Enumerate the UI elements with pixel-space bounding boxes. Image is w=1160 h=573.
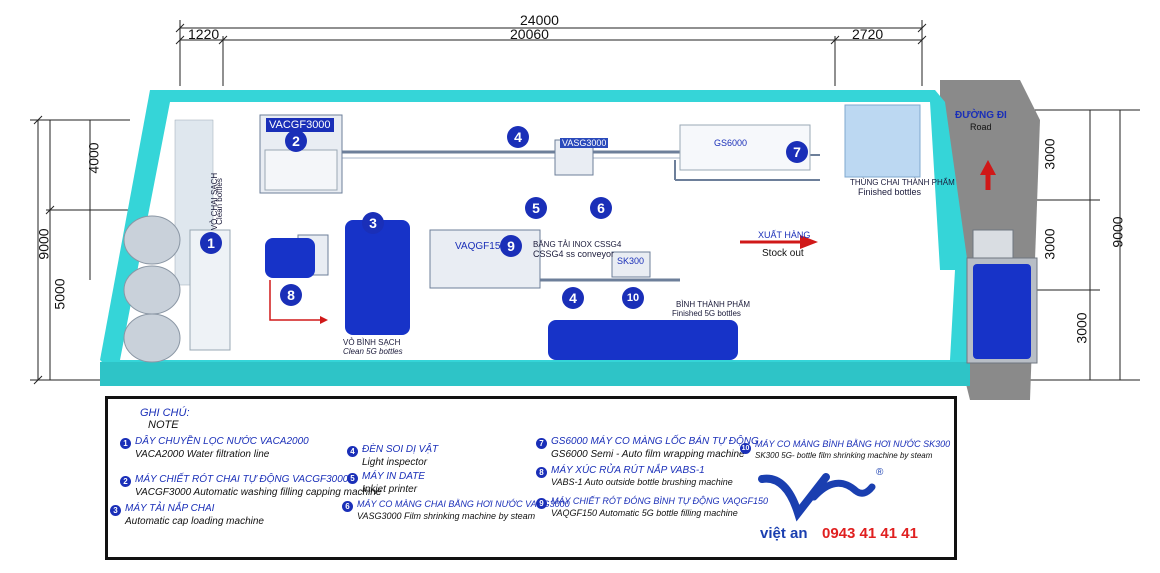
- finished-5g-label-en: Finished 5G bottles: [672, 309, 741, 318]
- legend-item-5-vn: MÁY IN DATE: [362, 471, 425, 482]
- legend-num-10: 10: [740, 443, 751, 454]
- dim-right-top: 3000: [1041, 138, 1058, 170]
- legend-item-10-en: SK300 5G- bottle film shrinking machine …: [755, 451, 933, 460]
- dim-right-total: 9000: [1109, 216, 1126, 248]
- dim-left-total: 9000: [35, 228, 52, 260]
- legend-num-4: 4: [347, 446, 358, 457]
- legend-item-1-en: VACA2000 Water filtration line: [135, 449, 270, 460]
- road-label-vn: ĐƯỜNG ĐI: [955, 110, 1007, 121]
- top-dimension-lines: [175, 20, 927, 86]
- legend-num-2: 2: [120, 476, 131, 487]
- machine-sk300-label: SK300: [617, 256, 645, 266]
- dim-left-width: 1220: [188, 26, 220, 42]
- badge-9: 9: [500, 235, 522, 257]
- road-label-en: Road: [970, 122, 992, 132]
- clean-5g-label-en: Clean 5G bottles: [343, 347, 403, 356]
- road-arrow-icon: [980, 160, 996, 175]
- dim-right-width: 2720: [852, 26, 884, 42]
- badge-3: 3: [362, 212, 384, 234]
- truck: [966, 229, 1038, 364]
- legend-item-2-vn: MÁY CHIẾT RÓT CHAI TỰ ĐỘNG VACGF3000: [135, 474, 349, 485]
- badge-7: 7: [786, 141, 808, 163]
- legend-num-9: 9: [536, 498, 547, 509]
- badge-8: 8: [280, 284, 302, 306]
- conveyor-label-vn: BĂNG TẢI INOX CSSG4: [533, 240, 622, 249]
- legend-title-en: NOTE: [148, 419, 179, 431]
- brand-name: việt an: [760, 525, 808, 542]
- dim-middle-width: 20060: [510, 26, 549, 42]
- right-dimension-lines: [1030, 109, 1140, 381]
- badge-1: 1: [200, 232, 222, 254]
- dim-right-bottom: 3000: [1073, 312, 1090, 344]
- legend-num-7: 7: [536, 438, 547, 449]
- stock-out-label-vn: XUẤT HÀNG: [758, 230, 811, 240]
- brand-registered-mark: ®: [876, 467, 884, 478]
- legend-item-1-vn: DÂY CHUYỀN LỌC NƯỚC VACA2000: [135, 436, 309, 447]
- machine-gs6000-label: GS6000: [714, 138, 748, 148]
- finished-bottles-label-en: Finished bottles: [858, 187, 922, 197]
- legend-num-1: 1: [120, 438, 131, 449]
- legend-item-8-en: VABS-1 Auto outside bottle brushing mach…: [551, 477, 733, 487]
- legend-item-8-vn: MÁY XÚC RỬA RÚT NẮP VABS-1: [551, 465, 705, 476]
- finished-5g-label-vn: BÌNH THÀNH PHẨM: [676, 300, 751, 309]
- badge-10: 10: [622, 287, 644, 309]
- legend-item-10-vn: MÁY CO MÀNG BÌNH BẰNG HƠI NƯỚC SK300: [755, 439, 951, 449]
- legend-item-4-vn: ĐÈN SOI DỊ VẬT: [362, 444, 439, 455]
- badge-6: 6: [590, 197, 612, 219]
- legend-num-5: 5: [347, 473, 358, 484]
- legend-item-6-vn: MÁY CO MÀNG CHAI BẰNG HƠI NƯỚC VASG3000: [357, 499, 570, 509]
- legend-num-3: 3: [110, 505, 121, 516]
- dim-total-width: 24000: [520, 12, 559, 28]
- factory-floor: [100, 90, 970, 386]
- legend-item-5-en: Inkjet printer: [362, 484, 418, 495]
- badge-4a: 4: [507, 126, 529, 148]
- legend-item-7-en: GS6000 Semi - Auto film wrapping machine: [551, 449, 745, 460]
- badge-5: 5: [525, 197, 547, 219]
- legend-num-6: 6: [342, 501, 353, 512]
- machine-vaqgf150-label: VAQGF150: [455, 241, 506, 252]
- legend-item-6-en: VASG3000 Film shrinking machine by steam: [357, 511, 536, 521]
- brand-logo-icon: [758, 473, 876, 522]
- legend-item-9-en: VAQGF150 Automatic 5G bottle filling mac…: [551, 508, 738, 518]
- legend-title-vn: GHI CHÚ:: [140, 407, 190, 419]
- legend-item-3-vn: MÁY TẢI NẮP CHAI: [125, 503, 215, 514]
- clean-bottles-label-en: Clean bottles: [214, 178, 224, 225]
- finished-bottles-label-vn: THÙNG CHAI THÀNH PHẨM: [850, 178, 955, 187]
- legend-num-8: 8: [536, 467, 547, 478]
- stock-out-label-en: Stock out: [762, 248, 804, 259]
- legend-item-9-vn: MÁY CHIẾT RÓT ĐÓNG BÌNH TỰ ĐỘNG VAQGF150: [551, 496, 769, 506]
- legend: GHI CHÚ: NOTE 1 DÂY CHUYỀN LỌC NƯỚC VACA…: [105, 396, 957, 560]
- machine-vasg3000-label: VASG3000: [560, 138, 609, 148]
- badge-2: 2: [285, 130, 307, 152]
- badge-4b: 4: [562, 287, 584, 309]
- machine-vacgf3000-label: VACGF3000: [266, 118, 334, 132]
- dim-left-bottom: 5000: [51, 278, 68, 310]
- clean-5g-label-vn: VỎ BÌNH SẠCH: [343, 338, 401, 347]
- legend-item-4-en: Light inspector: [362, 457, 428, 468]
- legend-item-7-vn: GS6000 MÁY CO MÀNG LỐC BÁN TỰ ĐỘNG: [551, 436, 759, 447]
- conveyor-label-en: CSSG4 ss conveyor: [533, 249, 615, 259]
- brand-phone: 0943 41 41 41: [822, 525, 918, 542]
- legend-item-2-en: VACGF3000 Automatic washing filling capp…: [135, 487, 382, 498]
- legend-item-3-en: Automatic cap loading machine: [125, 516, 264, 527]
